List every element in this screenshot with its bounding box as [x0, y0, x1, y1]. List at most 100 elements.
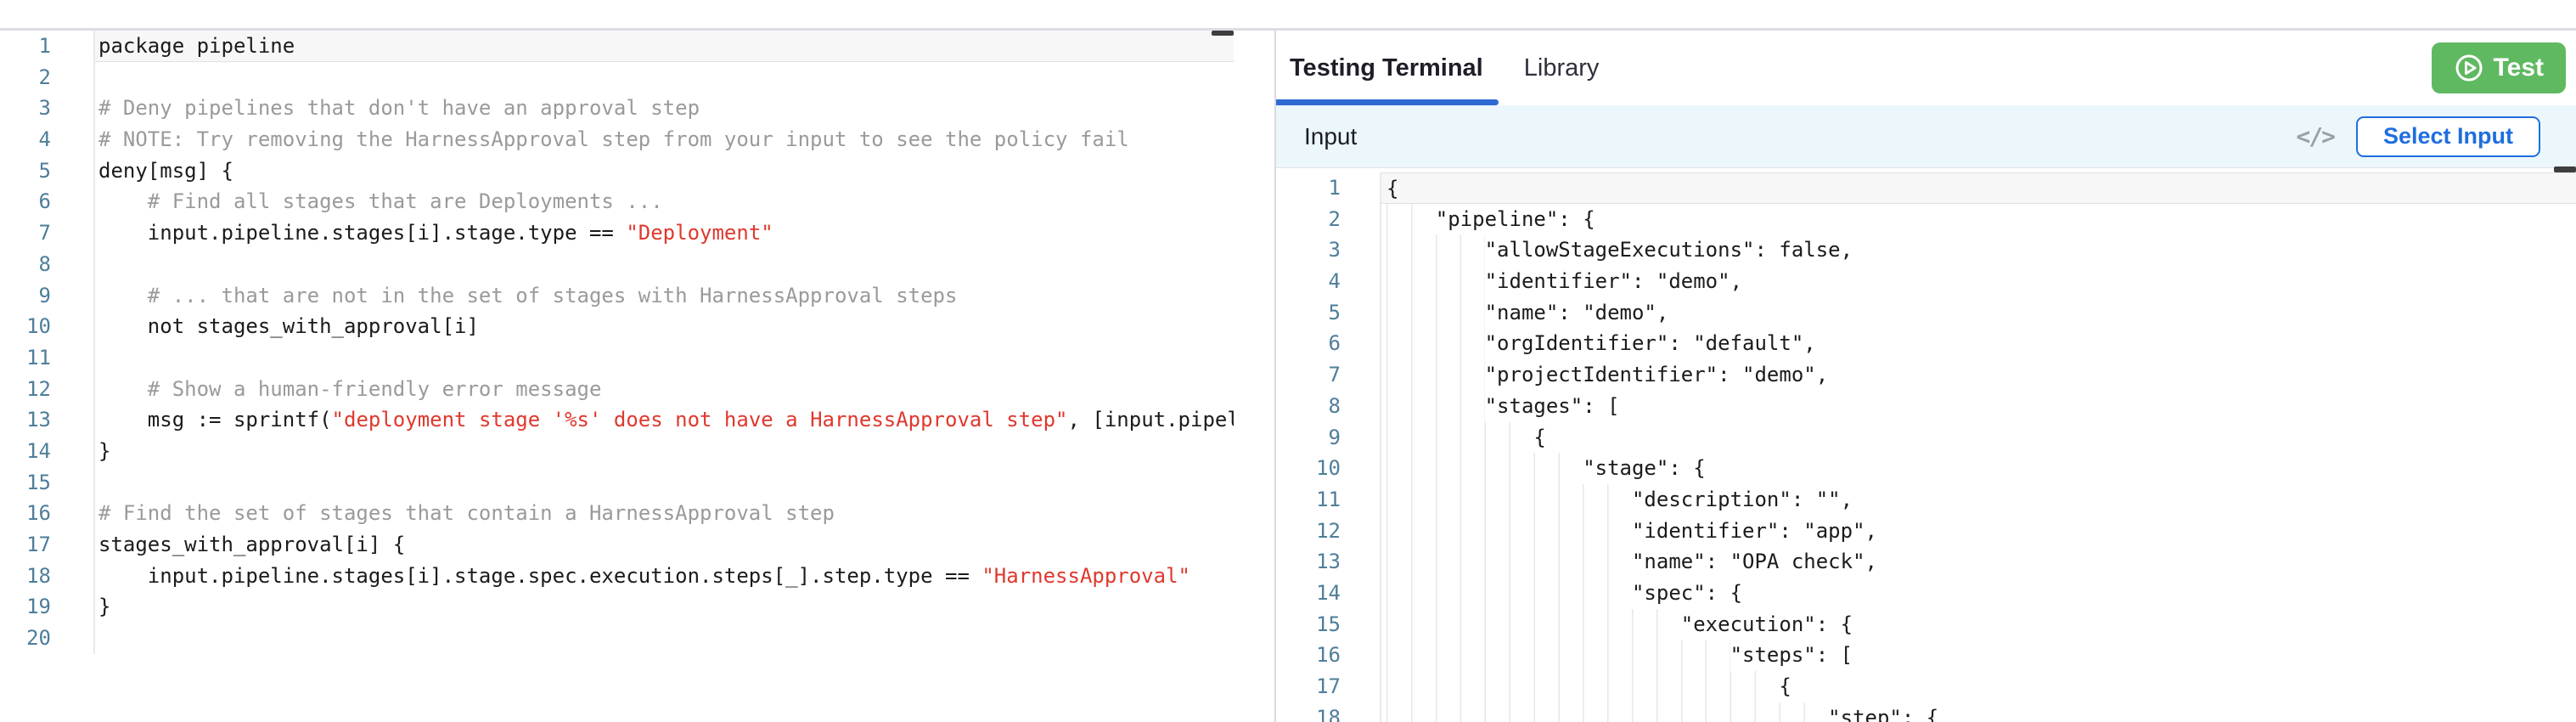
code-line-content[interactable]: not stages_with_approval[i]	[95, 311, 1234, 342]
code-line[interactable]: 16 "steps": [	[1276, 640, 2576, 671]
code-line-content[interactable]: "identifier": "app",	[1381, 516, 2576, 547]
code-line-content[interactable]: "stages": [	[1381, 391, 2576, 422]
code-line[interactable]: 2 "pipeline": {	[1276, 204, 2576, 235]
code-line-content[interactable]: input.pipeline.stages[i].stage.type == "…	[95, 217, 1234, 249]
code-line[interactable]: 2	[0, 62, 1234, 93]
code-line[interactable]: 6 "orgIdentifier": "default",	[1276, 328, 2576, 359]
code-line[interactable]: 3 "allowStageExecutions": false,	[1276, 234, 2576, 266]
code-token-string: "HarnessApproval"	[981, 564, 1190, 588]
code-line[interactable]: 1package pipeline	[0, 31, 1234, 62]
code-line[interactable]: 20	[0, 623, 1234, 654]
code-line[interactable]: 16# Find the set of stages that contain …	[0, 498, 1234, 529]
code-line[interactable]: 7 input.pipeline.stages[i].stage.type ==…	[0, 217, 1234, 249]
code-line[interactable]: 14 "spec": {	[1276, 578, 2576, 609]
code-line-content[interactable]: "spec": {	[1381, 578, 2576, 609]
code-line[interactable]: 4 "identifier": "demo",	[1276, 266, 2576, 297]
code-token-code: "name": "OPA check",	[1386, 550, 1877, 573]
code-line[interactable]: 12 # Show a human-friendly error message	[0, 374, 1234, 405]
tab-testing-terminal[interactable]: Testing Terminal	[1276, 31, 1499, 105]
line-number: 6	[1276, 328, 1381, 359]
input-editor-scrollbar[interactable]	[2554, 166, 2576, 172]
code-line-content[interactable]	[95, 623, 1234, 654]
code-line[interactable]: 19}	[0, 591, 1234, 623]
line-number: 6	[0, 186, 95, 217]
code-line[interactable]: 14}	[0, 436, 1234, 467]
code-line-content[interactable]: "step": {	[1381, 702, 2576, 722]
code-line[interactable]: 17 {	[1276, 671, 2576, 702]
code-line[interactable]: 11	[0, 342, 1234, 374]
line-number: 18	[0, 561, 95, 592]
code-line[interactable]: 12 "identifier": "app",	[1276, 516, 2576, 547]
code-line-content[interactable]: "stage": {	[1381, 453, 2576, 484]
code-token-code: }	[98, 595, 110, 618]
code-line[interactable]: 5deny[msg] {	[0, 155, 1234, 187]
code-line[interactable]: 11 "description": "",	[1276, 484, 2576, 516]
policy-code-editor[interactable]: 1package pipeline23# Deny pipelines that…	[0, 31, 1234, 722]
line-number: 5	[1276, 297, 1381, 329]
code-line-content[interactable]: msg := sprintf("deployment stage '%s' do…	[95, 404, 1234, 436]
code-line-content[interactable]: "description": "",	[1381, 484, 2576, 516]
code-line-content[interactable]: }	[95, 436, 1234, 467]
policy-editor-scrollbar[interactable]	[1212, 31, 1234, 36]
line-number: 15	[0, 467, 95, 499]
code-line-content[interactable]: "name": "OPA check",	[1381, 546, 2576, 578]
code-line-content[interactable]: "projectIdentifier": "demo",	[1381, 359, 2576, 391]
line-number: 4	[1276, 266, 1381, 297]
code-line-content[interactable]	[95, 62, 1234, 93]
code-line-content[interactable]	[95, 249, 1234, 280]
code-line-content[interactable]: stages_with_approval[i] {	[95, 529, 1234, 561]
code-line-content[interactable]: # Show a human-friendly error message	[95, 374, 1234, 405]
code-line[interactable]: 9 {	[1276, 422, 2576, 454]
code-line-content[interactable]: # Find the set of stages that contain a …	[95, 498, 1234, 529]
code-token-code: deny[msg] {	[98, 159, 233, 183]
code-line[interactable]: 8 "stages": [	[1276, 391, 2576, 422]
line-number: 12	[1276, 516, 1381, 547]
code-line-content[interactable]: "orgIdentifier": "default",	[1381, 328, 2576, 359]
code-line[interactable]: 17stages_with_approval[i] {	[0, 529, 1234, 561]
code-line[interactable]: 4# NOTE: Try removing the HarnessApprova…	[0, 124, 1234, 155]
code-line[interactable]: 15	[0, 467, 1234, 499]
code-line[interactable]: 6 # Find all stages that are Deployments…	[0, 186, 1234, 217]
code-line-content[interactable]: "execution": {	[1381, 609, 2576, 640]
code-line[interactable]: 15 "execution": {	[1276, 609, 2576, 640]
code-line[interactable]: 13 "name": "OPA check",	[1276, 546, 2576, 578]
code-line[interactable]: 13 msg := sprintf("deployment stage '%s'…	[0, 404, 1234, 436]
code-line[interactable]: 9 # ... that are not in the set of stage…	[0, 280, 1234, 312]
test-button[interactable]: Test	[2432, 42, 2566, 93]
code-line-content[interactable]	[95, 342, 1234, 374]
code-line-content[interactable]: # NOTE: Try removing the HarnessApproval…	[95, 124, 1234, 155]
code-token-code	[98, 377, 148, 401]
code-line-content[interactable]	[95, 467, 1234, 499]
code-line[interactable]: 10 "stage": {	[1276, 453, 2576, 484]
code-line-content[interactable]: {	[1381, 671, 2576, 702]
code-line-content[interactable]: # ... that are not in the set of stages …	[95, 280, 1234, 312]
input-json-editor[interactable]: 1{2 "pipeline": {3 "allowStageExecutions…	[1276, 168, 2576, 722]
code-line-content[interactable]: "steps": [	[1381, 640, 2576, 671]
code-line[interactable]: 18 "step": {	[1276, 702, 2576, 722]
code-line[interactable]: 8	[0, 249, 1234, 280]
tab-library[interactable]: Library	[1524, 31, 1600, 105]
code-line[interactable]: 5 "name": "demo",	[1276, 297, 2576, 329]
code-line[interactable]: 18 input.pipeline.stages[i].stage.spec.e…	[0, 561, 1234, 592]
code-view-toggle-icon[interactable]: </>	[2296, 122, 2334, 150]
code-line-content[interactable]: }	[95, 591, 1234, 623]
code-line[interactable]: 10 not stages_with_approval[i]	[0, 311, 1234, 342]
code-line-content[interactable]: "identifier": "demo",	[1381, 266, 2576, 297]
code-line-content[interactable]: "name": "demo",	[1381, 297, 2576, 329]
code-line-content[interactable]: {	[1381, 172, 2576, 204]
code-line-content[interactable]: # Find all stages that are Deployments .…	[95, 186, 1234, 217]
code-line-content[interactable]: deny[msg] {	[95, 155, 1234, 187]
code-line[interactable]: 7 "projectIdentifier": "demo",	[1276, 359, 2576, 391]
code-line-content[interactable]: {	[1381, 422, 2576, 454]
code-line-content[interactable]: "allowStageExecutions": false,	[1381, 234, 2576, 266]
code-line-content[interactable]: "pipeline": {	[1381, 204, 2576, 235]
line-number: 11	[1276, 484, 1381, 516]
code-line[interactable]: 1{	[1276, 172, 2576, 204]
line-number: 19	[0, 591, 95, 623]
code-line-content[interactable]: # Deny pipelines that don't have an appr…	[95, 93, 1234, 124]
line-number: 18	[1276, 702, 1381, 722]
code-line[interactable]: 3# Deny pipelines that don't have an app…	[0, 93, 1234, 124]
code-line-content[interactable]: package pipeline	[95, 31, 1234, 62]
select-input-button[interactable]: Select Input	[2356, 116, 2540, 157]
code-line-content[interactable]: input.pipeline.stages[i].stage.spec.exec…	[95, 561, 1234, 592]
